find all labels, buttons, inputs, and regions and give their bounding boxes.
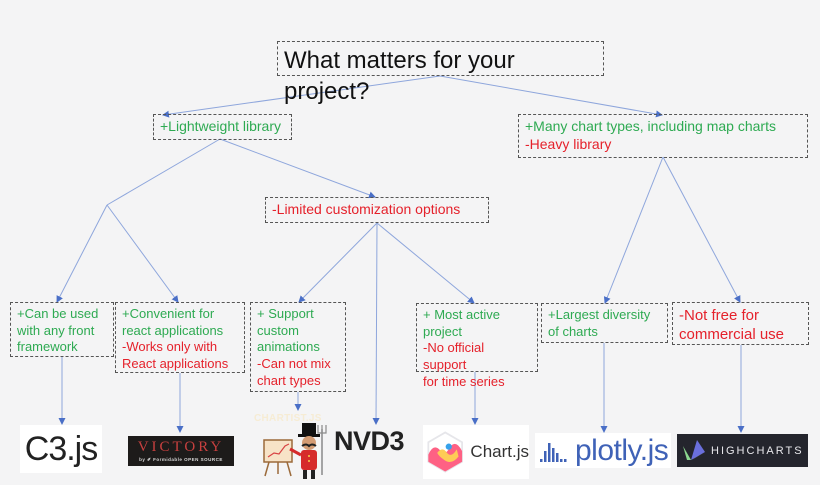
victory-criteria-node: +Convenient for react applications -Work… (115, 302, 245, 373)
highcharts-logo: HIGHCHARTS (677, 434, 808, 467)
c3-criteria-node: +Can be used with any front framework (10, 302, 114, 357)
victory-con-line-1: -Works only with (122, 339, 218, 355)
plotly-logo: plotly.js (535, 433, 671, 468)
chartjs-logo-text: Chart.js (470, 442, 529, 461)
limited-customization-node: -Limited customization options (265, 197, 489, 223)
nvd3-logo: NVD3 (334, 426, 405, 457)
victory-logo: VICTORY by ✐ Formidable OPEN SOURCE (128, 436, 234, 466)
chartjs-con-line-2: for time series (423, 373, 505, 389)
chartjs-con-line-1: -No official support (423, 340, 485, 372)
chartist-logo: CHARTIST.JS (252, 413, 332, 483)
chartjs-pro-line-1: + Most active (423, 307, 500, 322)
many-types-pro: +Many chart types, including map charts (525, 118, 776, 134)
c3js-logo-text: C3.js (24, 429, 98, 468)
chartist-ringmaster-icon (263, 423, 327, 479)
many-chart-types-node: +Many chart types, including map charts … (518, 114, 808, 158)
chartist-pro-line-1: + Support (257, 306, 314, 321)
highcharts-criteria-node: -Not free for commercial use (672, 302, 809, 345)
lightweight-pro: +Lightweight library (160, 118, 282, 134)
victory-con-line-2: React applications (122, 355, 229, 371)
chartist-criteria-node: + Support custom animations -Can not mix… (250, 302, 346, 392)
highcharts-shape-icon (683, 439, 705, 460)
highcharts-con-line-1: -Not free for (679, 307, 760, 324)
root-question-node: What matters for your project? (277, 41, 604, 105)
c3-pro-line-1: +Can be used (17, 306, 99, 321)
chartjs-pro-line-2: project (423, 323, 463, 339)
nvd3-logo-text: NVD3 (334, 426, 405, 456)
plotly-pro-line-2: of charts (548, 323, 598, 339)
chartjs-hexagon-icon (427, 431, 463, 473)
root-question-text: What matters for your project? (284, 47, 515, 105)
chartjs-logo: Chart.js (423, 425, 529, 479)
victory-pro-line-1: +Convenient for (122, 306, 215, 321)
chartist-con-line-2: chart types (257, 372, 321, 388)
victory-pro-line-2: react applications (122, 322, 224, 338)
plotly-criteria-node: +Largest diversity of charts (541, 303, 668, 343)
plotly-bars-icon (540, 442, 567, 462)
c3js-logo: C3.js (20, 425, 102, 473)
heavy-library-con: -Heavy library (525, 135, 612, 152)
lightweight-node: +Lightweight library (153, 114, 292, 140)
plotly-pro-line-1: +Largest diversity (548, 307, 651, 322)
highcharts-logo-text: HIGHCHARTS (711, 444, 804, 457)
chartist-pro-line-2: custom (257, 322, 299, 338)
c3-pro-line-3: framework (17, 339, 78, 355)
chartist-con-line-1: -Can not mix (257, 355, 331, 371)
c3-pro-line-2: with any front (17, 322, 95, 338)
chartist-logo-text: CHARTIST.JS (254, 413, 322, 424)
highcharts-con-line-2: commercial use (679, 326, 785, 344)
chartist-pro-line-3: animations (257, 339, 320, 355)
victory-logo-text: VICTORY (137, 438, 225, 455)
plotly-logo-text: plotly.js (575, 433, 669, 467)
limited-customization-con: -Limited customization options (272, 201, 461, 217)
chartjs-criteria-node: + Most active project -No official suppo… (416, 303, 538, 389)
victory-logo-subtitle: by ✐ Formidable OPEN SOURCE (139, 456, 223, 462)
